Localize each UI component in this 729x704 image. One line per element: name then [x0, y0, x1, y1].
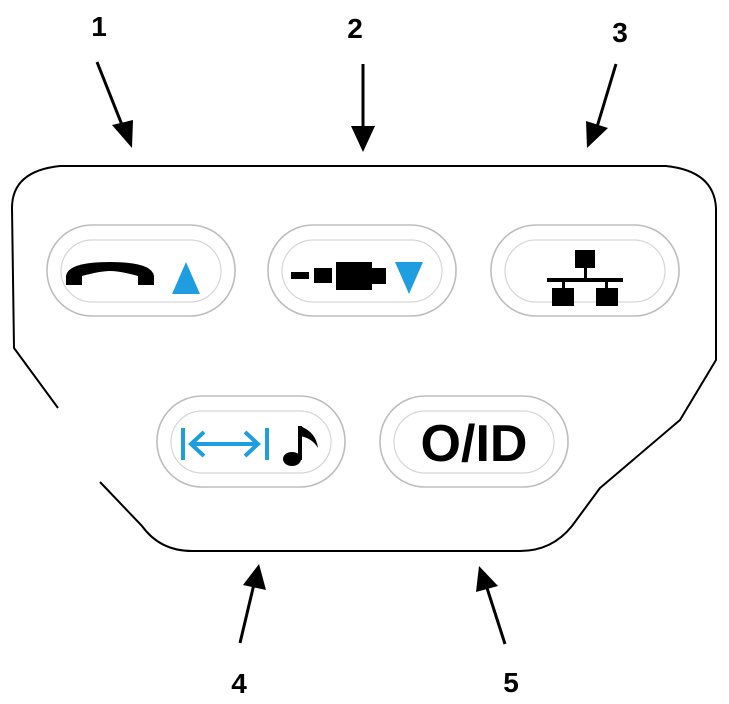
- callout-label-4: 4: [231, 668, 247, 699]
- dash-icon: [291, 272, 309, 279]
- handset-icon: [66, 262, 154, 285]
- callout-arrow-3: [586, 63, 618, 148]
- triangle-down-icon: [395, 262, 423, 294]
- callout-label-1: 1: [91, 11, 107, 42]
- plug-icon: [314, 262, 386, 290]
- callout-arrow-4: [238, 564, 266, 644]
- handset-up-button[interactable]: [46, 224, 236, 317]
- keypad-housing: [11, 165, 717, 552]
- callout-arrow-2: [351, 64, 375, 152]
- transfer-arrow-icon: [181, 428, 269, 460]
- callout-arrow-5: [476, 566, 507, 645]
- transfer-ringtone-button[interactable]: [156, 395, 346, 488]
- oid-button[interactable]: O/ID: [379, 395, 569, 488]
- callout-label-2: 2: [347, 13, 363, 44]
- music-note-icon: [283, 426, 318, 466]
- plug-down-button[interactable]: [267, 224, 457, 317]
- network-button[interactable]: [490, 224, 680, 317]
- network-icon: [547, 250, 623, 306]
- callout-label-5: 5: [503, 667, 519, 698]
- triangle-up-icon: [172, 262, 200, 294]
- callout-arrow-1: [95, 61, 133, 148]
- callout-label-3: 3: [612, 17, 628, 48]
- oid-label: O/ID: [421, 415, 528, 473]
